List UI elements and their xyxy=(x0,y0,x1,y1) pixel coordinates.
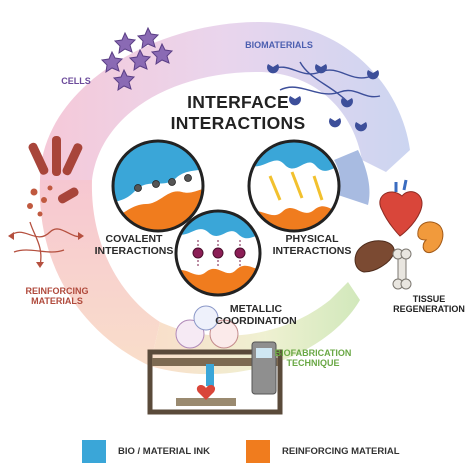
attraction-arrow xyxy=(312,175,324,201)
physical-interaction-circle xyxy=(247,139,341,233)
polymer-unit xyxy=(267,64,279,74)
bioprinter-illustration xyxy=(147,305,283,415)
metal-ion xyxy=(234,247,246,259)
polymer-unit xyxy=(367,70,380,80)
biofabrication-line-1: BIOFABRICATION xyxy=(274,348,352,358)
physical-line-1: PHYSICAL xyxy=(285,233,339,245)
polymer-unit xyxy=(288,96,301,106)
covalent-interactions-label: COVALENT INTERACTIONS xyxy=(86,233,182,258)
cell-star xyxy=(112,68,136,92)
reinforcing-line-2: MATERIALS xyxy=(31,296,83,307)
particle xyxy=(41,197,47,203)
arrow-tip xyxy=(36,262,44,268)
reinforcing-material-swatch xyxy=(246,439,270,463)
fiber-rod xyxy=(57,187,79,204)
physical-interactions-label: PHYSICAL INTERACTIONS xyxy=(264,233,360,258)
ink-bubble xyxy=(175,319,205,349)
title-line-1: INTERFACE xyxy=(187,92,289,112)
liver-organ xyxy=(354,240,395,273)
polymer-unit xyxy=(354,122,368,132)
metallic-line-2: COORDINATION xyxy=(215,314,297,327)
ink-bubble xyxy=(193,305,219,331)
control-screen xyxy=(256,348,272,358)
reinforcing-line-1: REINFORCING xyxy=(25,286,89,296)
polymer-chain xyxy=(279,86,381,98)
bio-ink-region xyxy=(249,141,339,171)
fiber-rod xyxy=(52,136,61,176)
reinforcing-material-legend-label: REINFORCING MATERIAL xyxy=(282,445,400,457)
biomaterials-label: BIOMATERIALS xyxy=(245,40,313,50)
diagram-title: INTERFACE INTERACTIONS xyxy=(138,92,338,134)
printer-frame xyxy=(147,349,283,415)
ring-top-segment xyxy=(40,22,410,180)
cell-star xyxy=(128,48,152,72)
cell-star xyxy=(150,42,174,66)
printer-bed xyxy=(176,398,236,406)
cell-star xyxy=(113,31,137,55)
polymer-chain xyxy=(299,61,351,105)
particle xyxy=(37,211,43,217)
tissue-regeneration-illustration xyxy=(354,179,444,290)
reinforcing-materials-illustration xyxy=(8,136,84,268)
covalent-line-1: COVALENT xyxy=(105,233,163,245)
covalent-line-2: INTERACTIONS xyxy=(94,244,174,257)
particle xyxy=(47,185,53,191)
bio-ink-legend-label: BIO / MATERIAL INK xyxy=(118,445,211,457)
covalent-bond-node xyxy=(184,174,192,182)
polymer-unit xyxy=(315,64,327,74)
cell-star xyxy=(100,50,124,74)
cells-illustration xyxy=(100,26,174,92)
biofabrication-technique-label: BIOFABRICATION TECHNIQUE xyxy=(264,348,362,368)
fiber-rod xyxy=(62,143,83,176)
biofabrication-line-2: TECHNIQUE xyxy=(286,358,340,369)
ring-blue-arrow xyxy=(334,150,370,205)
tissue-line-2: REGENERATION xyxy=(393,304,465,315)
title-line-2: INTERACTIONS xyxy=(170,113,306,133)
polymer-unit xyxy=(329,118,342,128)
nanofiber xyxy=(13,249,65,253)
nanofiber xyxy=(9,228,83,238)
printed-heart xyxy=(196,385,216,400)
kidney-organ xyxy=(417,221,444,254)
fiber-rod xyxy=(28,142,49,175)
metallic-line-1: METALLIC xyxy=(229,303,283,315)
printer-nozzle xyxy=(206,364,214,386)
polymer-unit xyxy=(341,98,353,108)
heart-vessels xyxy=(394,179,408,192)
ring-left-segment xyxy=(39,180,160,366)
bone xyxy=(392,248,412,290)
tissue-line-1: TISSUE xyxy=(412,294,446,304)
legend-item-bio-ink: BIO / MATERIAL INK xyxy=(82,438,210,464)
biomaterials-illustration xyxy=(267,61,381,132)
heart-organ xyxy=(379,191,423,237)
nanofiber xyxy=(29,221,42,267)
ink-bubble xyxy=(209,319,239,349)
covalent-bond-node xyxy=(168,178,176,186)
reinforcing-materials-label: REINFORCING MATERIALS xyxy=(12,286,102,306)
metal-ion xyxy=(212,247,224,259)
covalent-bond-node xyxy=(134,184,142,192)
metal-ion xyxy=(192,247,204,259)
attraction-arrow xyxy=(268,175,282,201)
particle xyxy=(27,203,33,209)
cell-star xyxy=(136,26,160,50)
tissue-regeneration-label: TISSUE REGENERATION xyxy=(386,294,472,314)
arrow-tip xyxy=(78,232,84,240)
physical-line-2: INTERACTIONS xyxy=(272,244,352,257)
reinforcing-region xyxy=(249,206,339,231)
legend-item-reinforcing-material: REINFORCING MATERIAL xyxy=(246,438,400,464)
bio-ink-swatch xyxy=(82,439,106,463)
cells-label: CELLS xyxy=(61,76,91,86)
arrow-tip xyxy=(8,232,14,240)
metallic-coordination-label: METALLIC COORDINATION xyxy=(206,303,306,328)
attraction-arrow xyxy=(290,171,304,199)
printer-rail xyxy=(152,358,278,366)
covalent-bond-node xyxy=(152,180,160,188)
particle xyxy=(30,188,38,196)
